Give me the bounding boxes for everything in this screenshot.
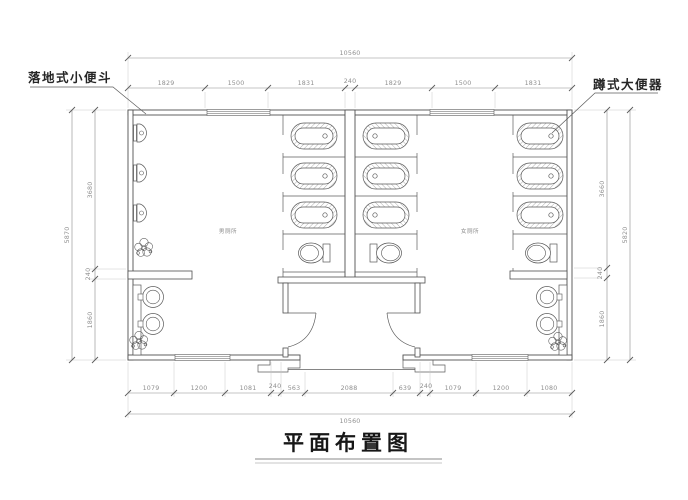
callout-squat-leader: [551, 92, 658, 134]
drawing-title-block: 平面布置图: [255, 430, 442, 464]
doors: [287, 312, 416, 348]
interior-partitions: [127, 270, 568, 358]
room-label-womens: 女厕所: [461, 227, 479, 235]
dim-top-seg: 1500: [228, 80, 245, 87]
squat-toilet-icon: [362, 122, 410, 150]
dim-right-seg: 3660: [599, 181, 606, 198]
wall-left: [127, 109, 134, 361]
urinals: [133, 123, 147, 223]
entrance-steps: [257, 360, 446, 373]
urinal-icon: [133, 203, 147, 223]
dim-top-seg: 1829: [385, 80, 402, 87]
dim-bottom-seg: 1200: [493, 385, 510, 392]
dim-top-seg: 1831: [298, 80, 315, 87]
dim-bottom-seg: 240: [420, 383, 433, 390]
dimension-ticks: [68, 54, 634, 418]
squat-toilet-icon: [362, 162, 410, 190]
extension-lines: [66, 52, 636, 418]
callout-urinal-leader: [30, 86, 147, 115]
entrance-step-right: [402, 360, 446, 373]
dim-bottom-seg: 240: [269, 383, 282, 390]
exterior-walls: [127, 109, 573, 361]
callout-squat: 蹲式大便器: [551, 77, 663, 134]
window-bottom-left: [174, 354, 231, 361]
squat-toilets: [290, 122, 564, 229]
door-womens: [386, 312, 416, 348]
dim-bottom-seg: 2088: [341, 385, 358, 392]
dim-right-overall: 5820: [622, 227, 629, 244]
dim-bottom-seg: 639: [399, 385, 412, 392]
squat-toilet-icon: [362, 201, 410, 229]
dim-top-seg: 240: [344, 78, 357, 85]
wash-basin-icon: [137, 286, 164, 308]
dimension-labels-top: 10560 1829 1500 1831 240 1829 1500 1831: [158, 50, 542, 87]
dim-bottom-overall: 10560: [339, 418, 360, 425]
seated-toilet-icon: [525, 242, 558, 264]
dim-top-seg: 1829: [158, 80, 175, 87]
window-bottom-right: [471, 354, 529, 361]
room-label-mens: 男厕所: [219, 227, 237, 235]
callout-urinal: 落地式小便斗: [28, 70, 147, 115]
windows: [174, 109, 529, 361]
dim-left-overall: 5870: [64, 227, 71, 244]
wash-basin-icon: [137, 313, 164, 335]
dim-top-seg: 1831: [525, 80, 542, 87]
dim-right-seg: 240: [597, 267, 604, 280]
dim-bottom-seg: 563: [288, 385, 301, 392]
dim-left-seg: 1860: [87, 312, 94, 329]
dimension-lines: [71, 57, 631, 415]
dim-bottom-seg: 1200: [191, 385, 208, 392]
dim-bottom-seg: 1080: [541, 385, 558, 392]
wall-right: [566, 109, 573, 361]
dim-left-seg: 240: [85, 268, 92, 281]
vestibule-right-wall-upper: [414, 282, 421, 314]
plant-icon: [134, 238, 153, 257]
counter-right: [558, 284, 568, 356]
vestibule-top-wall: [277, 276, 426, 284]
seated-toilet-icon: [298, 242, 331, 264]
urinal-icon: [133, 123, 147, 143]
drawing-title: 平面布置图: [283, 430, 413, 455]
dim-right-seg: 1860: [599, 311, 606, 328]
callout-urinal-label: 落地式小便斗: [28, 70, 112, 85]
partition-left-alcove: [127, 270, 193, 280]
squat-toilet-icon: [516, 201, 564, 229]
window-top-right: [429, 109, 495, 116]
dim-bottom-seg: 1079: [143, 385, 160, 392]
seated-toilet-icon: [369, 242, 402, 264]
dimension-labels-left: 5870 3680 240 1860: [64, 182, 94, 329]
squat-toilet-icon: [290, 201, 338, 229]
wall-center-divider: [344, 109, 356, 279]
wash-basin-icon: [536, 313, 563, 335]
dim-left-seg: 3680: [87, 182, 94, 199]
squat-toilet-icon: [290, 162, 338, 190]
wash-basin-icon: [536, 286, 563, 308]
dimension-labels-right: 3660 240 1860 5820: [597, 181, 629, 328]
dim-bottom-seg: 1079: [445, 385, 462, 392]
dim-bottom-seg: 1081: [240, 385, 257, 392]
entrance-step-left: [257, 360, 301, 373]
dimension-labels-bottom: 1079 1200 1081 240 563 2088 639 240 1079…: [143, 383, 558, 425]
wash-areas: [132, 284, 568, 356]
callout-squat-label: 蹲式大便器: [593, 77, 663, 92]
door-mens: [287, 312, 317, 348]
dim-top-overall: 10560: [339, 50, 360, 57]
vestibule-left-wall-lower: [282, 347, 289, 358]
dim-top-seg: 1500: [455, 80, 472, 87]
window-top-left: [206, 109, 271, 116]
stall-partitions: [282, 115, 567, 277]
squat-toilet-icon: [290, 122, 338, 150]
vestibule-right-wall-lower: [414, 347, 421, 358]
counter-left: [132, 284, 142, 356]
urinal-icon: [133, 163, 147, 183]
squat-toilet-icon: [516, 122, 564, 150]
seated-toilets: [298, 242, 558, 264]
squat-toilet-icon: [516, 162, 564, 190]
vestibule-left-wall-upper: [282, 282, 289, 314]
partition-right-alcove: [509, 270, 568, 280]
